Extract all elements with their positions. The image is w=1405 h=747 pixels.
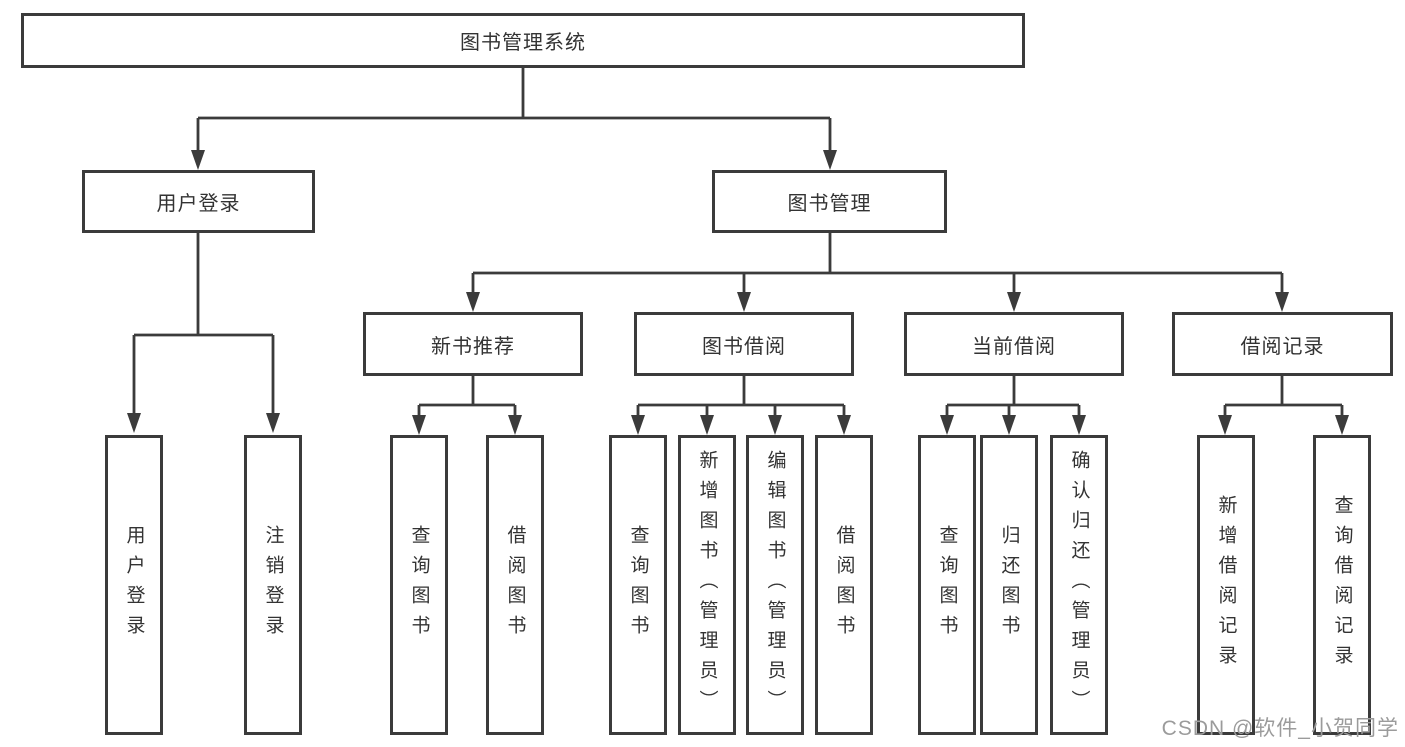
node-label: 查询图书 — [627, 525, 649, 645]
arrow-down-icon — [266, 413, 280, 433]
node-borrow-records: 借阅记录 — [1172, 312, 1393, 376]
arrow-down-icon — [1002, 415, 1016, 435]
node-label: 当前借阅 — [972, 335, 1056, 358]
arrow-down-icon — [700, 415, 714, 435]
node-leaf-query-books-current: 查询图书 — [918, 435, 976, 735]
node-leaf-add-book-admin: 新增图书（管理员） — [678, 435, 736, 735]
node-label: 借阅图书 — [833, 525, 855, 645]
node-new-book-recommend: 新书推荐 — [363, 312, 583, 376]
node-leaf-return-book: 归还图书 — [980, 435, 1038, 735]
arrow-down-icon — [823, 150, 837, 170]
arrow-down-icon — [466, 292, 480, 312]
arrow-down-icon — [1335, 415, 1349, 435]
node-library-management-system: 图书管理系统 — [21, 13, 1025, 68]
node-leaf-query-borrow-record: 查询借阅记录 — [1313, 435, 1371, 735]
node-book-borrow: 图书借阅 — [634, 312, 854, 376]
node-leaf-edit-book-admin: 编辑图书（管理员） — [746, 435, 804, 735]
node-label: 注销登录 — [262, 525, 284, 645]
node-leaf-query-books-recommend: 查询图书 — [390, 435, 448, 735]
node-label: 图书管理系统 — [460, 32, 586, 54]
node-label: 确认归还（管理员） — [1068, 450, 1090, 720]
arrow-down-icon — [940, 415, 954, 435]
node-label: 编辑图书（管理员） — [764, 450, 786, 720]
arrow-down-icon — [1218, 415, 1232, 435]
node-label: 查询图书 — [936, 525, 958, 645]
node-leaf-borrow-books-recommend: 借阅图书 — [486, 435, 544, 735]
node-book-management: 图书管理 — [712, 170, 947, 233]
arrow-down-icon — [1275, 292, 1289, 312]
node-label: 查询图书 — [408, 525, 430, 645]
node-leaf-add-borrow-record: 新增借阅记录 — [1197, 435, 1255, 735]
node-user-login: 用户登录 — [82, 170, 315, 233]
node-label: 用户登录 — [123, 525, 145, 645]
node-leaf-logout: 注销登录 — [244, 435, 302, 735]
arrow-down-icon — [1072, 415, 1086, 435]
arrow-down-icon — [508, 415, 522, 435]
node-label: 借阅图书 — [504, 525, 526, 645]
node-leaf-confirm-return-admin: 确认归还（管理员） — [1050, 435, 1108, 735]
arrow-down-icon — [768, 415, 782, 435]
node-label: 查询借阅记录 — [1331, 495, 1353, 675]
csdn-watermark: CSDN @软件_小贺同学 — [1161, 717, 1399, 740]
node-label: 新书推荐 — [431, 335, 515, 358]
arrow-down-icon — [631, 415, 645, 435]
node-leaf-query-books-borrow: 查询图书 — [609, 435, 667, 735]
node-label: 借阅记录 — [1240, 335, 1325, 358]
arrow-down-icon — [737, 292, 751, 312]
arrow-down-icon — [127, 413, 141, 433]
arrow-down-icon — [191, 150, 205, 170]
node-label: 图书管理 — [787, 193, 872, 215]
node-label: 图书借阅 — [702, 335, 786, 358]
node-label: 新增借阅记录 — [1215, 495, 1237, 675]
node-label: 新增图书（管理员） — [696, 450, 718, 720]
node-label: 用户登录 — [156, 193, 241, 215]
arrow-down-icon — [412, 415, 426, 435]
node-label: 归还图书 — [998, 525, 1020, 645]
node-leaf-user-login: 用户登录 — [105, 435, 163, 735]
arrow-down-icon — [1007, 292, 1021, 312]
node-current-borrow: 当前借阅 — [904, 312, 1124, 376]
arrow-down-icon — [837, 415, 851, 435]
arrowheads — [127, 150, 1349, 435]
node-leaf-borrow-books: 借阅图书 — [815, 435, 873, 735]
